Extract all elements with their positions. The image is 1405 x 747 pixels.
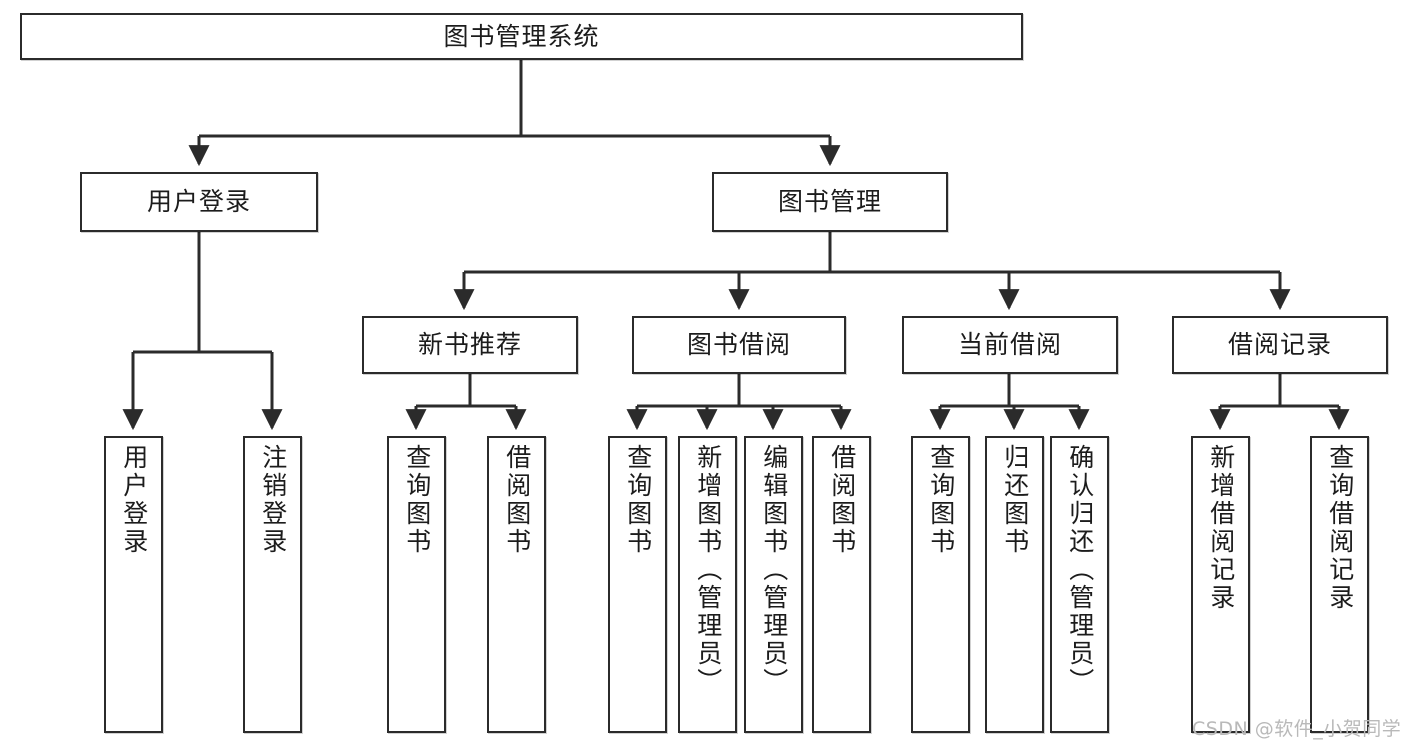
- node-book-borrow[interactable]: 图书借阅: [632, 316, 846, 374]
- node-user-login-label: 用户登录: [146, 187, 251, 217]
- node-leaf-logout[interactable]: 注销登录: [243, 436, 302, 733]
- node-book-manage-label: 图书管理: [777, 187, 882, 217]
- node-leaf-query-book-2[interactable]: 查询图书: [608, 436, 667, 733]
- node-leaf-query-book-1-label: 查询图书: [402, 444, 432, 556]
- node-borrow-record-label: 借阅记录: [1227, 330, 1332, 360]
- node-leaf-add-book-label: 新增图书（管理员）: [693, 444, 723, 696]
- node-new-book-recommend[interactable]: 新书推荐: [362, 316, 578, 374]
- node-leaf-confirm-return-label: 确认归还（管理员）: [1065, 444, 1095, 696]
- csdn-watermark: CSDN @软件_小贺同学: [1192, 718, 1402, 740]
- node-leaf-return-book-label: 归还图书: [1000, 444, 1030, 556]
- node-leaf-borrow-book-2[interactable]: 借阅图书: [812, 436, 871, 733]
- node-leaf-borrow-book-1[interactable]: 借阅图书: [487, 436, 546, 733]
- node-leaf-borrow-book-2-label: 借阅图书: [827, 444, 857, 556]
- node-leaf-logout-label: 注销登录: [258, 444, 288, 556]
- node-leaf-edit-book[interactable]: 编辑图书（管理员）: [744, 436, 803, 733]
- node-leaf-query-book-3-label: 查询图书: [926, 444, 956, 556]
- node-root[interactable]: 图书管理系统: [20, 13, 1023, 60]
- node-leaf-query-book-1[interactable]: 查询图书: [387, 436, 446, 733]
- node-leaf-user-login-label: 用户登录: [119, 444, 149, 556]
- node-leaf-query-book-3[interactable]: 查询图书: [911, 436, 970, 733]
- node-book-manage[interactable]: 图书管理: [712, 172, 948, 232]
- node-current-borrow-label: 当前借阅: [957, 330, 1062, 360]
- node-user-login[interactable]: 用户登录: [80, 172, 318, 232]
- node-leaf-confirm-return[interactable]: 确认归还（管理员）: [1050, 436, 1109, 733]
- node-leaf-edit-book-label: 编辑图书（管理员）: [759, 444, 789, 696]
- node-new-book-recommend-label: 新书推荐: [417, 330, 522, 360]
- node-borrow-record[interactable]: 借阅记录: [1172, 316, 1388, 374]
- node-leaf-user-login[interactable]: 用户登录: [104, 436, 163, 733]
- node-book-borrow-label: 图书借阅: [686, 330, 791, 360]
- node-leaf-add-record-label: 新增借阅记录: [1206, 444, 1236, 612]
- node-leaf-borrow-book-1-label: 借阅图书: [502, 444, 532, 556]
- node-leaf-add-book[interactable]: 新增图书（管理员）: [678, 436, 737, 733]
- node-leaf-add-record[interactable]: 新增借阅记录: [1191, 436, 1250, 733]
- node-current-borrow[interactable]: 当前借阅: [902, 316, 1118, 374]
- node-leaf-query-book-2-label: 查询图书: [623, 444, 653, 556]
- node-leaf-return-book[interactable]: 归还图书: [985, 436, 1044, 733]
- node-leaf-query-record-label: 查询借阅记录: [1325, 444, 1355, 612]
- node-leaf-query-record[interactable]: 查询借阅记录: [1310, 436, 1369, 733]
- node-root-label: 图书管理系统: [443, 21, 600, 51]
